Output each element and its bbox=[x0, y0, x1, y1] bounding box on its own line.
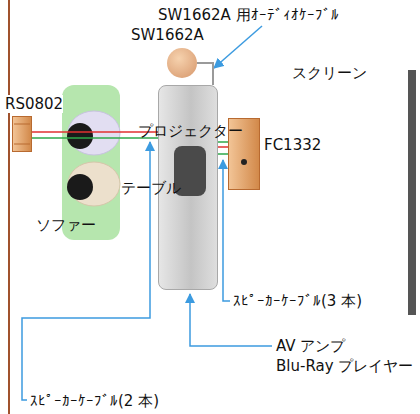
label-wrap: SW1662A 用ｵｰﾃﾞｨｵｹｰﾌﾞﾙ bbox=[158, 6, 339, 24]
cable-connector bbox=[218, 141, 228, 143]
node-label: スクリーン bbox=[292, 64, 367, 82]
node-label: RS0802 bbox=[5, 95, 63, 113]
cable-connector bbox=[32, 131, 158, 133]
speaker-cable-strand bbox=[32, 137, 158, 139]
label-wrap: ｽﾋﾟｰｶｰｹｰﾌﾞﾙ(3 本) bbox=[233, 292, 362, 310]
text-wrap: スクリーン bbox=[292, 64, 367, 82]
speaker-cable-strand bbox=[218, 153, 228, 155]
speaker-cable-strand bbox=[218, 146, 228, 148]
table-box: プロジェクターテーブル bbox=[158, 85, 218, 290]
callout-label: SW1662A 用ｵｰﾃﾞｨｵｹｰﾌﾞﾙ bbox=[158, 6, 339, 24]
label-wrap: ｽﾋﾟｰｶｰｹｰﾌﾞﾙ(2 本) bbox=[30, 392, 159, 410]
callout-label: ｽﾋﾟｰｶｰｹｰﾌﾞﾙ(2 本) bbox=[30, 392, 159, 410]
node-label: ソファー bbox=[36, 216, 96, 234]
seat-person bbox=[67, 123, 93, 149]
subwoofer-circle: SW1662A bbox=[167, 48, 197, 78]
node-label: SW1662A bbox=[131, 26, 204, 44]
callout-label: Blu-Ray プレイヤー bbox=[276, 357, 413, 375]
cable-connector bbox=[197, 63, 213, 85]
node-label: テーブル bbox=[121, 179, 181, 197]
rear-speaker: RS0802 bbox=[12, 116, 32, 152]
node-label: FC1332 bbox=[264, 136, 321, 154]
node-label: プロジェクター bbox=[138, 122, 243, 140]
text-wrap: テーブル bbox=[121, 179, 181, 197]
callout-label: AV アンプ bbox=[276, 337, 345, 355]
text-wrap: RS0802 bbox=[5, 95, 63, 113]
label-wrap: AV アンプ bbox=[276, 337, 345, 355]
speaker-cone bbox=[241, 159, 247, 165]
label-wrap: Blu-Ray プレイヤー bbox=[276, 357, 413, 375]
callout-label: ｽﾋﾟｰｶｰｹｰﾌﾞﾙ(3 本) bbox=[233, 292, 362, 310]
text-wrap: SW1662A bbox=[131, 26, 204, 44]
wall-line bbox=[8, 0, 10, 414]
screen-bar: スクリーン bbox=[408, 70, 416, 315]
seat-person bbox=[67, 174, 93, 200]
cushion bbox=[68, 162, 120, 206]
speaker-grille bbox=[14, 124, 30, 125]
leader-line bbox=[223, 160, 230, 301]
text-wrap: ソファー bbox=[36, 216, 96, 234]
leader-line bbox=[214, 26, 262, 68]
text-wrap: プロジェクター bbox=[138, 122, 243, 140]
speaker-grille bbox=[14, 144, 30, 145]
leader-line bbox=[22, 142, 150, 400]
text-wrap: FC1332 bbox=[264, 136, 321, 154]
cushion bbox=[68, 111, 120, 155]
